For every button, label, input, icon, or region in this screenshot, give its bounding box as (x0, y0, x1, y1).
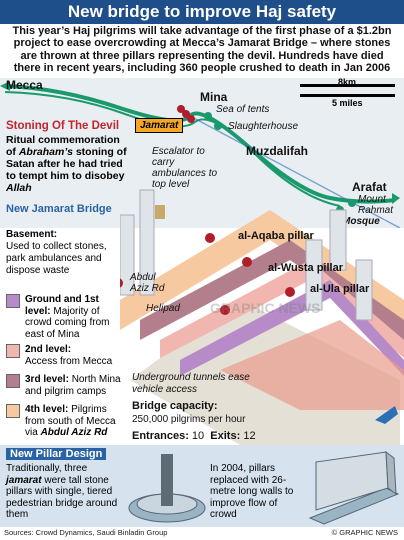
new-pillar-left-text: Traditionally, three jamarat were tall s… (6, 463, 122, 521)
new-bridge-heading: New Jamarat Bridge (6, 203, 112, 215)
level-3-deck (140, 240, 404, 340)
entrances-exits: Entrances: 10 Exits: 12 (132, 430, 256, 442)
label-muzdalifah: Muzdalifah (246, 144, 308, 158)
tower-5 (355, 259, 373, 321)
level-2-title: 2nd level: (25, 344, 72, 355)
label-mina: Mina (200, 90, 228, 104)
ground-title: Ground and 1st level: (25, 294, 99, 317)
entrances-label: Entrances: (132, 430, 189, 442)
level-4-body-1: Pilgrims from south of Mecca via (25, 404, 116, 438)
level-4-deck (120, 210, 404, 330)
swatch-level-3 (6, 374, 20, 388)
pillar-wusta-marker (242, 257, 252, 267)
watermark: GRAPHIC NEWS (210, 300, 321, 316)
bridge-illustration (120, 189, 404, 445)
label-aqaba-pillar: al-Aqaba pillar (238, 230, 314, 242)
label-mount-rahmat: Mount Rahmat (358, 194, 394, 216)
ground-body: Majority of crowd coming from east of Mi… (25, 305, 110, 340)
sources: Sources: Crowd Dynamics, Saudi Binladin … (4, 528, 168, 537)
pillar-aqaba-marker (205, 233, 215, 243)
entry-arrow-icon (375, 406, 398, 424)
basement-body: Used to collect stones, park ambulances … (6, 241, 107, 276)
label-arafat: Arafat (352, 180, 387, 194)
legend-ground: Ground and 1st level: Majority of crowd … (6, 294, 122, 340)
route-arrow-icon (0, 81, 10, 91)
stoning-heading: Stoning Of The Devil (6, 120, 120, 132)
level-4-title: 4th level: (25, 404, 69, 415)
route-secondary (4, 91, 341, 207)
stoning-body-3: stoning of Satan after he had tried to t… (6, 146, 127, 182)
helipad-marker (220, 305, 230, 315)
page-title: New bridge to improve Haj safety (0, 0, 404, 24)
new-pillar-left-1: Traditionally, three (6, 463, 88, 474)
exits-label: Exits: (210, 430, 241, 442)
new-pillar-left-2: jamarat (6, 474, 42, 486)
road-blue (189, 115, 401, 228)
jamarat-dot-3 (187, 115, 195, 123)
level-3-body: North Mina and pilgrim camps (25, 374, 121, 397)
legend-level-3: 3rd level: North Mina and pilgrim camps (6, 374, 122, 397)
tunnels-note: Underground tunnels ease vehicle access (132, 372, 250, 395)
new-pillar-right-text: In 2004, pillars replaced with 26-metre … (210, 463, 294, 521)
jamarat-dot-2 (182, 110, 190, 118)
legend-level-4: 4th level: Pilgrims from south of Mecca … (6, 404, 122, 439)
route-map-svg (0, 78, 404, 228)
swatch-level-2 (6, 344, 20, 358)
stoning-body-1: Ritual commemoration of (6, 134, 120, 158)
label-sea-of-tents: Sea of tents (216, 104, 270, 115)
old-pillar-illustration (128, 454, 206, 523)
new-pillar-heading: New Pillar Design (6, 448, 107, 460)
jamarat-dot-1 (177, 105, 185, 113)
abdul-aziz-marker (120, 278, 123, 288)
level-3-title: 3rd level: (25, 374, 69, 385)
stoning-body-4: Allah (6, 182, 32, 194)
basement-description: Basement: Used to collect stones, park a… (6, 229, 114, 277)
copyright: © GRAPHIC NEWS (331, 528, 398, 537)
label-abdul-aziz-rd: Abdul Aziz Rd (130, 272, 165, 294)
capacity-label: Bridge capacity: (132, 400, 218, 412)
entrances-value: 10 (191, 430, 205, 442)
stoning-body-2: Abraham’s (18, 146, 73, 158)
label-ula-pillar: al-Ula pillar (310, 283, 370, 295)
exits-value: 12 (243, 430, 256, 442)
mount-rahmat-dot (348, 199, 356, 207)
swatch-ground (6, 294, 20, 308)
legend-level-2: 2nd level:Access from Mecca (6, 344, 122, 367)
route-arrow-east-icon (392, 193, 400, 204)
capacity-value: 250,000 pilgrims per hour (132, 414, 246, 425)
escalator-block-1 (155, 205, 165, 219)
intro-text: This year’s Haj pilgrims will take advan… (12, 25, 392, 75)
label-slaughterhouse: Slaughterhouse (228, 121, 299, 132)
level-ground-deck (180, 280, 404, 376)
swatch-level-4 (6, 404, 20, 418)
label-mecca: Mecca (6, 78, 43, 92)
scale-miles: 5 miles (332, 98, 363, 108)
new-pillar-left-3: were tall stone pillars with single, tie… (6, 474, 118, 521)
escalator-note: Escalator to carry ambulances to top lev… (152, 146, 218, 190)
basement-title: Basement: (6, 229, 58, 240)
tower-1 (120, 214, 135, 296)
tower-3 (305, 239, 323, 311)
pillar-ula-marker (285, 287, 295, 297)
label-jamarat: Jamarat (135, 118, 184, 133)
level-2-body: Access from Mecca (25, 355, 113, 367)
label-wusta-pillar: al-Wusta pillar (268, 262, 343, 274)
level-4-body-2: Abdul Aziz Rd (40, 427, 108, 438)
sea-of-tents-dot (204, 112, 212, 120)
label-helipad: Helipad (146, 303, 180, 314)
stoning-body: Ritual commemoration of Abraham’s stonin… (6, 134, 130, 194)
lower-ramp (220, 320, 404, 410)
tower-4 (329, 209, 347, 271)
scale-km: 8km (338, 77, 357, 87)
slaughterhouse-dot (214, 122, 222, 130)
tower-2 (139, 189, 155, 296)
new-pillar-wall-illustration (308, 450, 400, 525)
label-mosque: Mosque (342, 216, 380, 227)
